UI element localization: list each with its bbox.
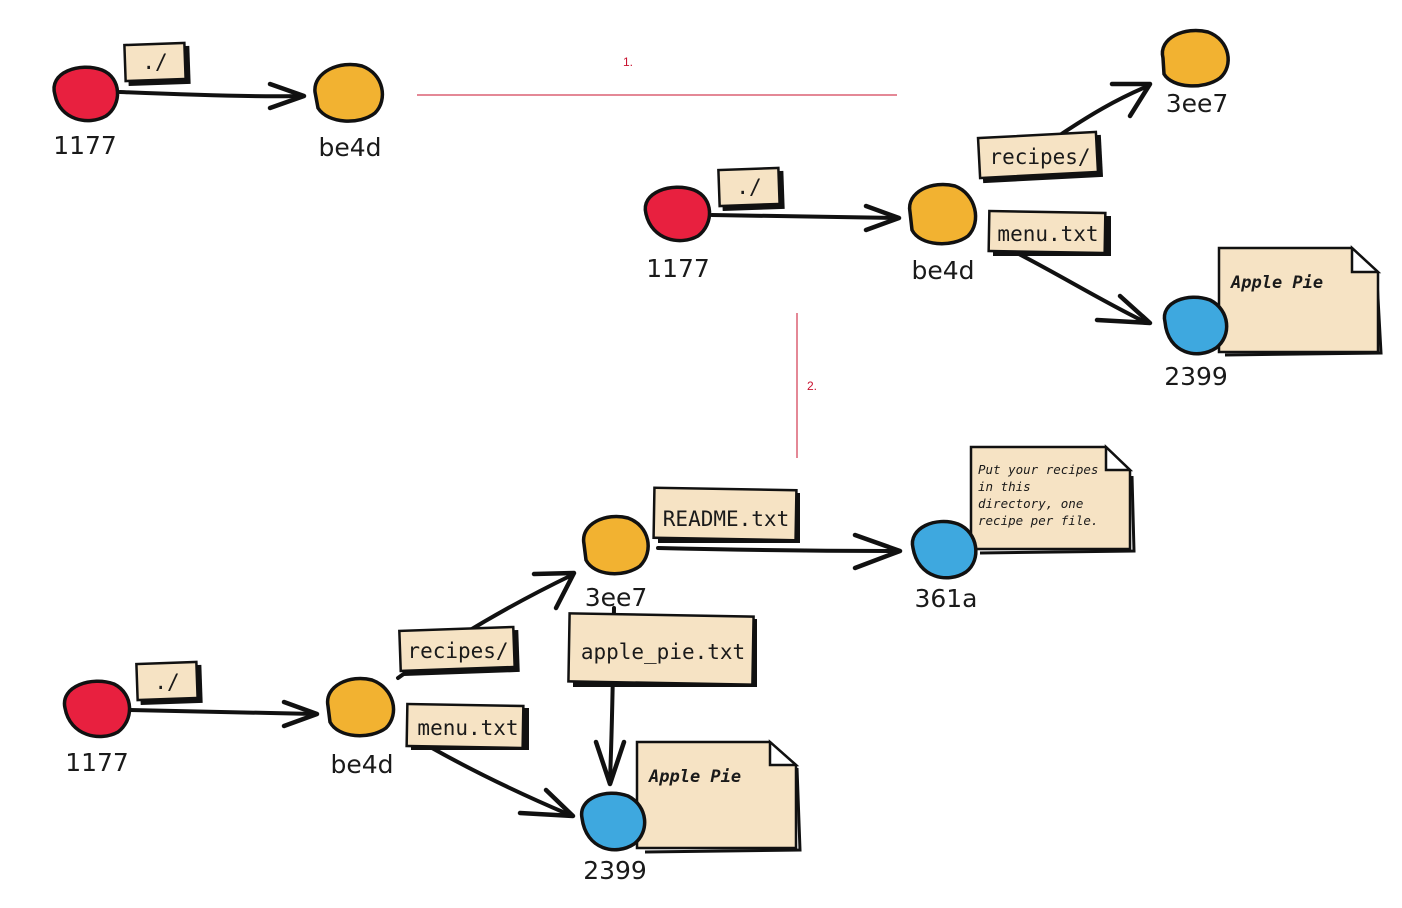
tree-hash: be4d (330, 750, 393, 779)
blob-content-line: in this (978, 479, 1031, 494)
blob-content: Apple Pie (1230, 273, 1323, 293)
root-tree-node (643, 185, 712, 243)
diagram-3: ./ 1177 recipes/ menu.txt be4d README. (62, 444, 1136, 885)
blob-node (1162, 295, 1229, 356)
root-hash: 1177 (65, 748, 129, 777)
arrowhead (863, 203, 902, 233)
edge-label-root: ./ (717, 166, 785, 212)
blob-node (580, 791, 647, 852)
root-tree-node (52, 65, 120, 123)
tree-node (313, 62, 385, 123)
recipes-tree-node (1160, 28, 1230, 88)
arrowhead (281, 699, 320, 729)
root-tree-node (62, 679, 132, 739)
readme-blob-note: Put your recipes in this directory, one … (969, 444, 1136, 555)
arrowhead (531, 570, 577, 611)
arrowhead (267, 81, 307, 111)
edge-label-root: ./ (135, 660, 203, 706)
edge-tree-to-menu (1013, 250, 1147, 324)
svg-text:menu.txt: menu.txt (997, 222, 1098, 246)
blob-content-line: recipe per file. (978, 513, 1098, 528)
step-2-marker: 2. (807, 379, 817, 393)
edge-tree-to-menu (430, 746, 572, 817)
edge-root-to-tree (128, 708, 317, 716)
menu-blob-note: Apple Pie (635, 739, 802, 854)
tree-node (907, 182, 978, 246)
tree-hash: be4d (911, 256, 974, 285)
edge-label-recipes: recipes/ (398, 625, 520, 676)
blob-hash: 2399 (583, 856, 647, 885)
arrowhead (1094, 293, 1153, 326)
svg-text:README.txt: README.txt (663, 507, 789, 531)
blob-content: Apple Pie (648, 767, 741, 787)
step-1-marker: 1. (623, 55, 633, 69)
menu-blob-note: Apple Pie (1217, 245, 1383, 357)
edge-root-to-tree (710, 213, 899, 220)
edge-label-menu: menu.txt (987, 209, 1111, 256)
root-hash: 1177 (53, 131, 117, 160)
blob-hash: 2399 (1164, 362, 1228, 391)
edge-tree-to-recipes (1058, 84, 1150, 137)
svg-text:apple_pie.txt: apple_pie.txt (581, 640, 745, 664)
edge-label-apple-pie: apple_pie.txt (567, 612, 757, 687)
arrowhead (1109, 81, 1153, 119)
svg-text:menu.txt: menu.txt (417, 716, 518, 740)
root-hash: 1177 (646, 254, 710, 283)
recipes-tree-node (581, 514, 650, 576)
diagram-1: ./ 1177 be4d (52, 41, 385, 162)
diagram-2: ./ 1177 recipes/ menu.txt be4d 3ee7 (643, 28, 1383, 391)
arrowhead (517, 787, 576, 819)
edge-label-readme: README.txt (652, 486, 800, 543)
arrowhead (852, 532, 903, 571)
readme-blob-node (910, 519, 978, 580)
svg-text:recipes/: recipes/ (989, 145, 1090, 169)
edge-label-recipes: recipes/ (976, 130, 1104, 184)
edge-label-root: ./ (123, 41, 191, 87)
arrowhead (593, 739, 627, 787)
edge-root-to-tree (118, 90, 304, 99)
tree-node (325, 676, 396, 738)
svg-text:recipes/: recipes/ (407, 639, 508, 663)
recipes-tree-hash: 3ee7 (1166, 89, 1229, 118)
recipes-tree-hash: 3ee7 (585, 583, 648, 612)
blob-content-line: directory, one (978, 496, 1083, 511)
edge-recipes-to-readme (656, 546, 897, 553)
svg-text:./: ./ (154, 670, 179, 694)
svg-text:./: ./ (736, 175, 761, 199)
blob-content-line: Put your recipes (978, 462, 1098, 477)
tree-hash: be4d (318, 133, 381, 162)
readme-blob-hash: 361a (914, 584, 977, 613)
svg-text:./: ./ (142, 50, 167, 74)
edge-label-menu: menu.txt (405, 702, 529, 750)
